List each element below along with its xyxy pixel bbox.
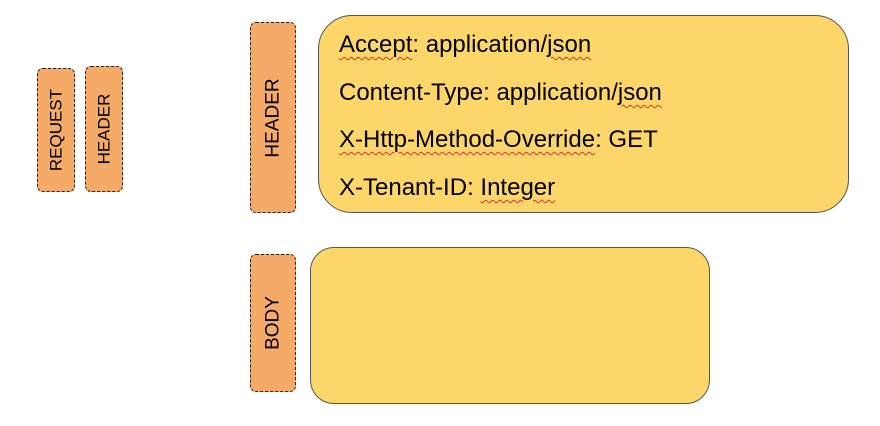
header-value: application/json [496,79,662,106]
header-line-content-type: Content-Type: application/json [339,81,662,105]
header-value: application/json [425,31,592,58]
header-key: X-Tenant-ID [339,174,468,201]
header-separator: : [483,79,497,106]
body-section-tag-label: BODY [262,296,284,350]
spellcheck-word: json [547,31,592,58]
body-section-tag: BODY [250,254,296,392]
header-separator: : [412,31,426,58]
header-section-tag-label: HEADER [262,77,284,158]
header-value: GET [608,126,658,153]
header-box: Accept: application/json Content-Type: a… [318,15,849,213]
header-line-tenant-id: X-Tenant-ID: Integer [339,176,555,200]
body-box [310,247,710,404]
spellcheck-word: json [617,79,662,106]
header-key: Content-Type [339,79,484,106]
header-line-method-override: X-Http-Method-Override: GET [339,128,658,152]
request-tag: REQUEST [37,68,75,192]
header-tag-small: HEADER [85,66,123,192]
header-section-tag: HEADER [250,22,296,213]
header-line-accept: Accept: application/json [339,33,591,57]
header-value: Integer [480,174,556,201]
header-key: X-Http-Method-Override [339,126,596,153]
header-tag-small-label: HEADER [94,93,114,165]
header-key: Accept [339,31,413,58]
request-tag-label: REQUEST [46,88,66,172]
header-separator: : [467,174,481,201]
header-separator: : [595,126,609,153]
